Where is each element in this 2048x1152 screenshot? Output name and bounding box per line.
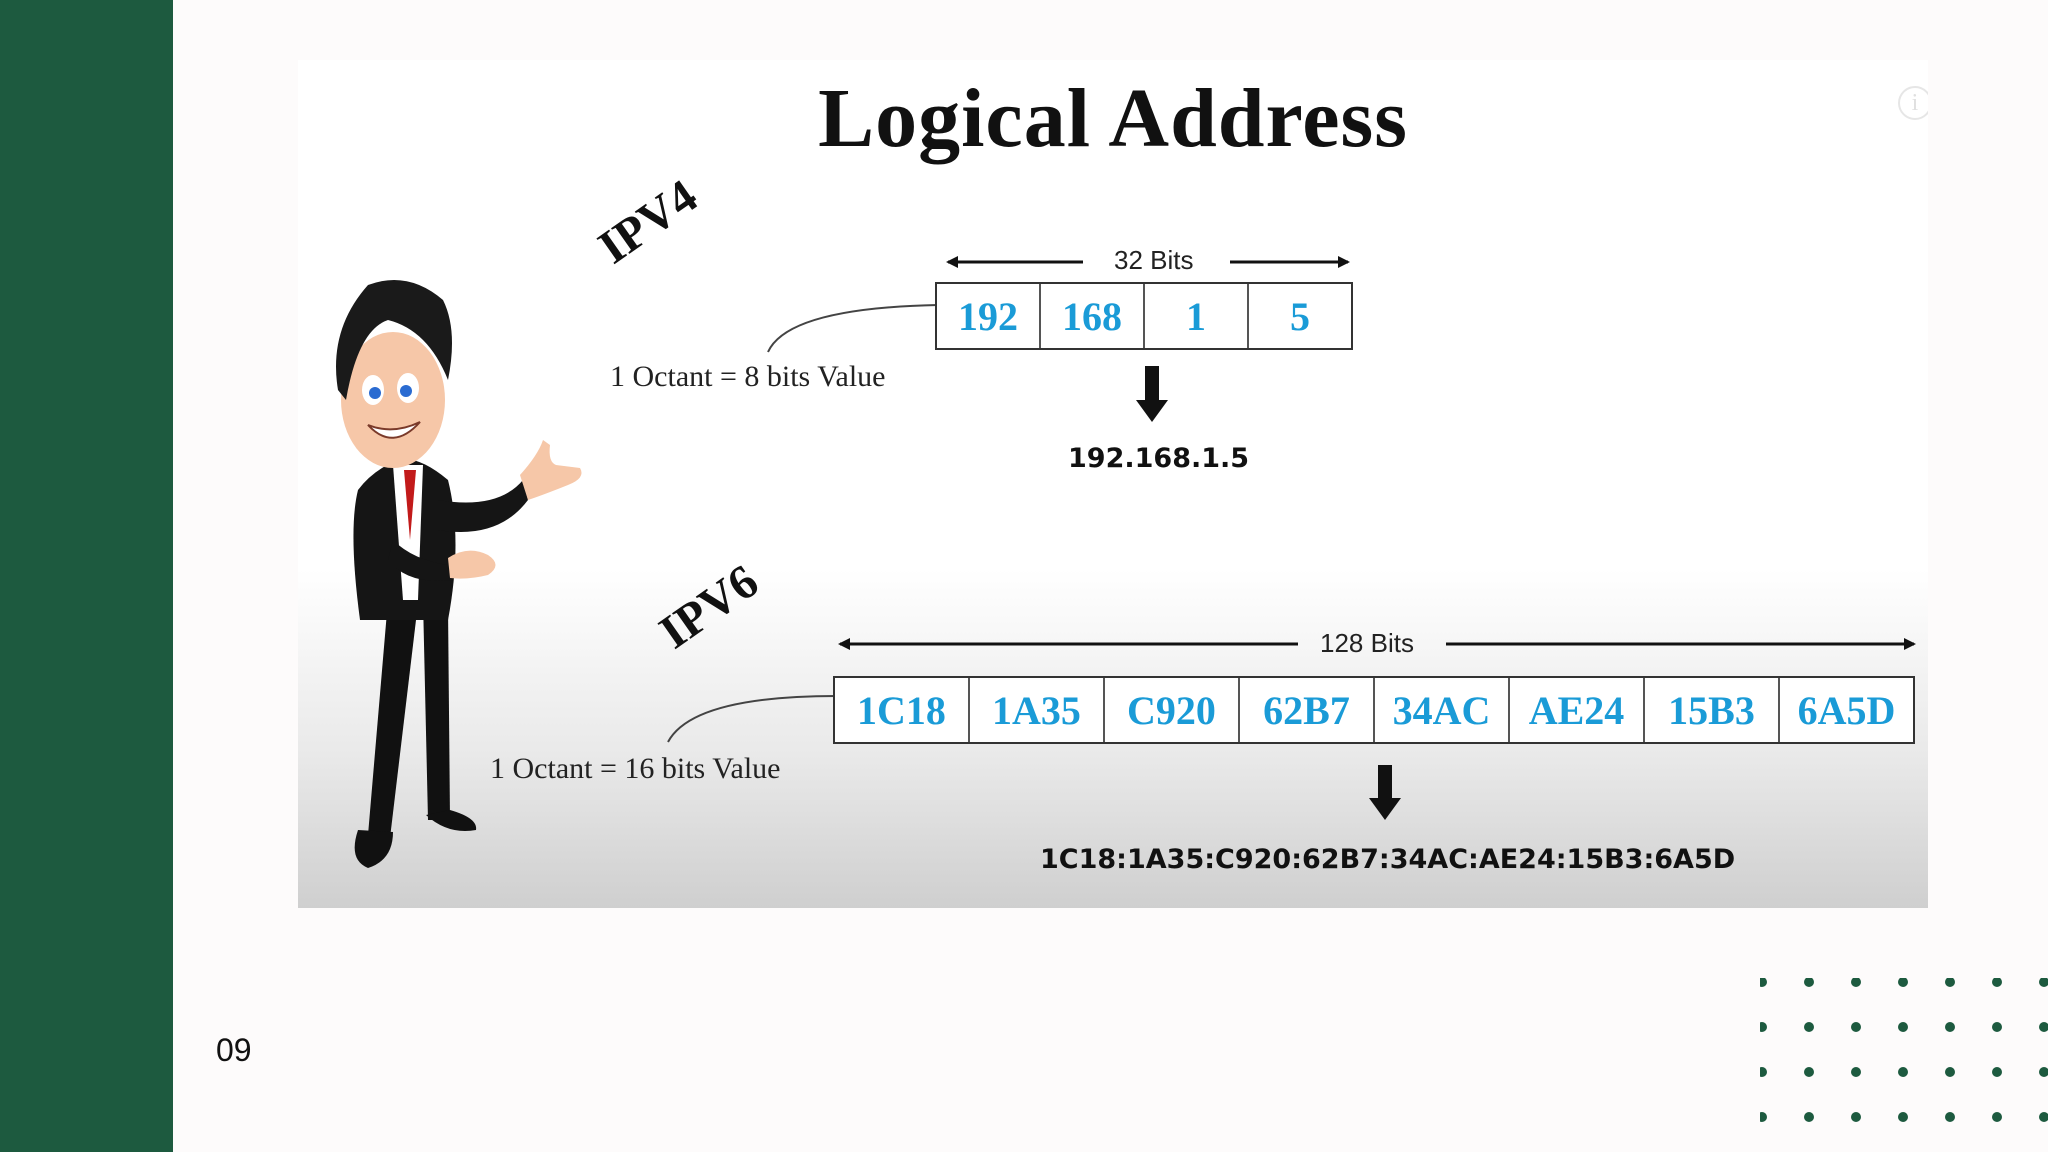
decor-dot bbox=[1898, 1022, 1908, 1032]
info-icon[interactable]: i bbox=[1898, 86, 1928, 120]
decor-dot bbox=[1945, 1022, 1955, 1032]
ipv6-bits-label: 128 Bits bbox=[1320, 628, 1414, 658]
ipv6-octant-note: 1 Octant = 16 bits Value bbox=[490, 752, 781, 785]
decor-dot bbox=[2039, 1067, 2048, 1077]
decor-dot bbox=[2039, 978, 2048, 987]
decor-dot bbox=[1945, 1067, 1955, 1077]
ipv6-octet: 15B3 bbox=[1645, 678, 1780, 742]
ipv6-octet: 1A35 bbox=[970, 678, 1105, 742]
ipv6-octet: 6A5D bbox=[1797, 687, 1896, 733]
decor-dot bbox=[1851, 1067, 1861, 1077]
decor-dot bbox=[1851, 1112, 1861, 1122]
decor-dot bbox=[1760, 1022, 1767, 1032]
slide-title: Logical Address bbox=[818, 72, 1408, 165]
ipv6-octet: 1C18 bbox=[835, 678, 970, 742]
ipv6-result: 1C18:1A35:C920:62B7:34AC:AE24:15B3:6A5D bbox=[1040, 844, 1736, 875]
ipv4-octet: 168 bbox=[1041, 284, 1145, 348]
ipv4-octet: 192 bbox=[937, 284, 1041, 348]
decor-dot bbox=[1945, 978, 1955, 987]
dot-grid bbox=[1760, 978, 2048, 1122]
decor-dot bbox=[1851, 978, 1861, 987]
ipv6-octet: 34AC bbox=[1375, 678, 1510, 742]
decor-dot bbox=[1760, 1067, 1767, 1077]
decor-dot bbox=[1804, 1022, 1814, 1032]
decor-dot bbox=[2039, 1022, 2048, 1032]
ipv4-octet: 5 bbox=[1290, 293, 1310, 339]
decor-dot bbox=[1992, 1022, 2002, 1032]
page-number: 09 bbox=[216, 1032, 252, 1068]
ipv4-result: 192.168.1.5 bbox=[1068, 443, 1250, 474]
decor-dot bbox=[2039, 1112, 2048, 1122]
ipv6-octet: 62B7 bbox=[1240, 678, 1375, 742]
decor-dot bbox=[1760, 978, 1767, 987]
decor-dot bbox=[1992, 1112, 2002, 1122]
decor-dot bbox=[1898, 1067, 1908, 1077]
decor-dot bbox=[1851, 1022, 1861, 1032]
sidebar-band bbox=[0, 0, 173, 1152]
businessman-illustration bbox=[336, 280, 582, 868]
decor-dot bbox=[1898, 978, 1908, 987]
decor-dot bbox=[1945, 1112, 1955, 1122]
ipv4-octant-note: 1 Octant = 8 bits Value bbox=[610, 360, 886, 393]
ipv4-octet-row: 192 168 1 5 bbox=[935, 282, 1353, 350]
ipv4-bit-arrows bbox=[767, 256, 1350, 422]
ipv6-octet-row: 1C18 1A35 C920 62B7 34AC AE24 15B3 6A5D bbox=[833, 676, 1915, 744]
ipv4-octet: 1 bbox=[1145, 284, 1249, 348]
decor-dot bbox=[1804, 978, 1814, 987]
ipv6-octet: C920 bbox=[1105, 678, 1240, 742]
decor-dot bbox=[1992, 978, 2002, 987]
decor-dot bbox=[1898, 1112, 1908, 1122]
slide-image: Logical Address i IPV4 bbox=[298, 60, 1928, 908]
decor-dot bbox=[1804, 1112, 1814, 1122]
decor-dot bbox=[1760, 1112, 1767, 1122]
decor-dot bbox=[1804, 1067, 1814, 1077]
ipv6-octet: AE24 bbox=[1510, 678, 1645, 742]
decor-dot bbox=[1992, 1067, 2002, 1077]
ipv4-bits-label: 32 Bits bbox=[1114, 245, 1194, 275]
